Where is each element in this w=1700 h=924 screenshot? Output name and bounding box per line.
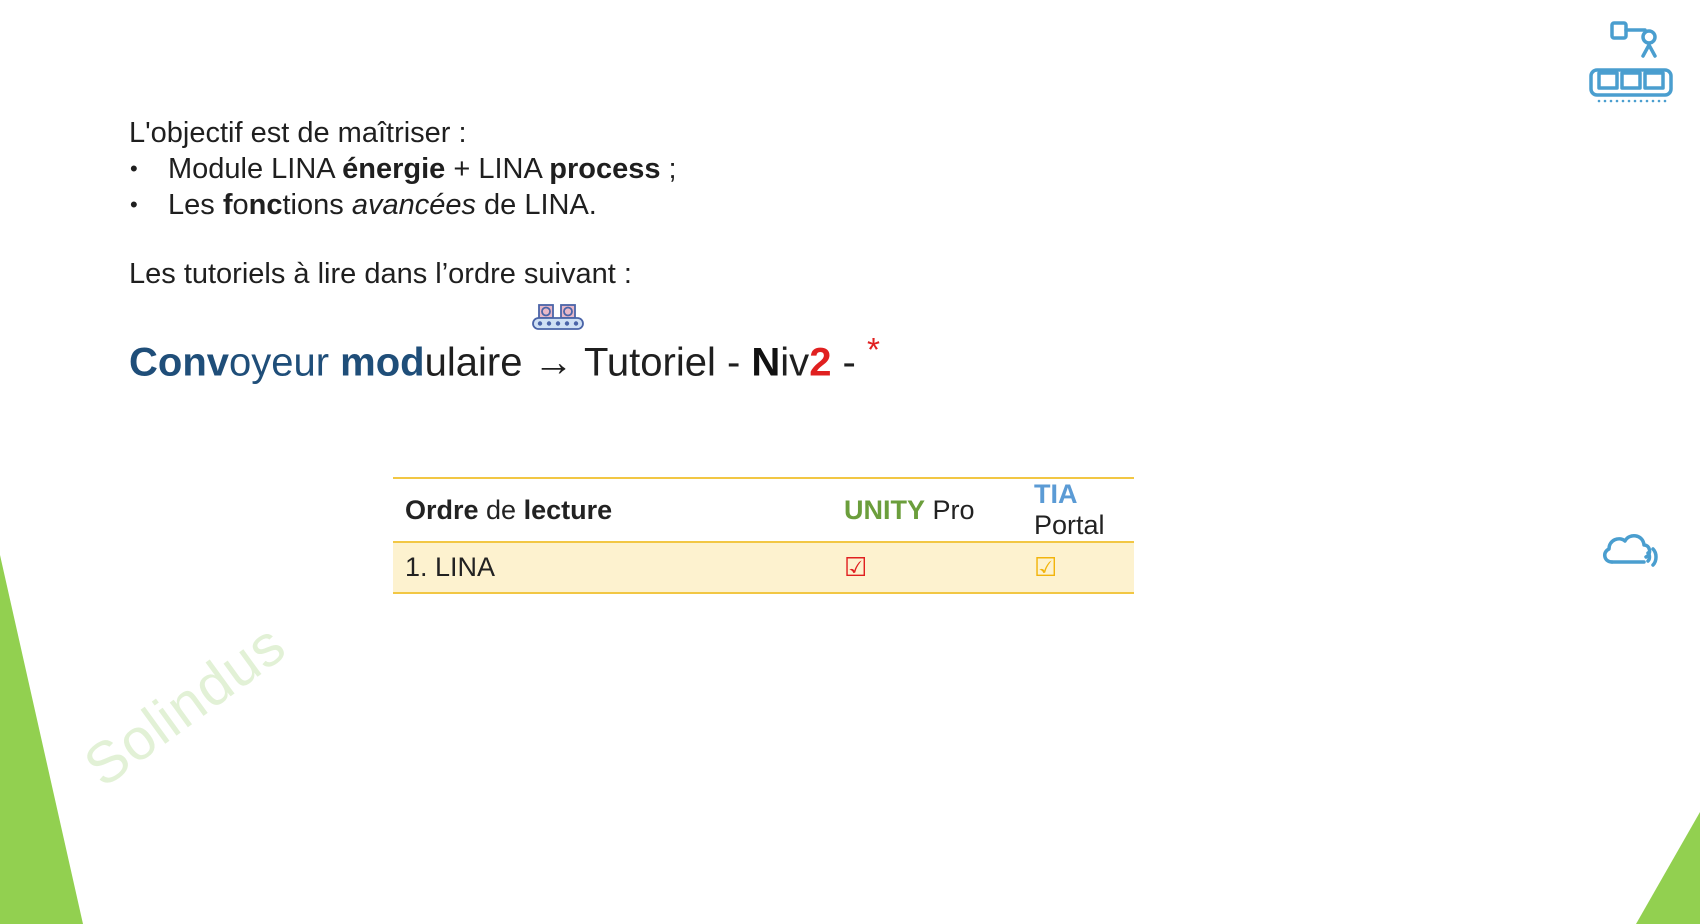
- table-header-row: Ordre de lecture UNITY Pro TIA Portal: [393, 478, 1134, 542]
- header-fragment: TIA: [1034, 479, 1078, 509]
- header-fragment: Ordre: [405, 494, 479, 525]
- header-fragment: Pro: [925, 494, 975, 525]
- objective-list: • Module LINA énergie + LINA process ; • L…: [129, 151, 677, 223]
- text-fragment: ;: [660, 153, 677, 185]
- text-fragment-bold: process: [549, 153, 661, 185]
- bullet-marker: •: [130, 192, 138, 217]
- text-fragment-bold: énergie: [342, 153, 446, 185]
- list-item: • Module LINA énergie + LINA process ;: [129, 151, 677, 187]
- tutorial-intro-line: Les tutoriels à lire dans l’ordre suivan…: [129, 258, 632, 290]
- title-fragment: oyeur: [229, 340, 341, 385]
- header-unity: UNITY Pro: [832, 478, 1022, 542]
- title-fragment: → Tutoriel -: [522, 340, 752, 385]
- text-fragment: Module LINA: [168, 153, 343, 185]
- conveyor-icon: [532, 304, 584, 330]
- objective-section: L'objectif est de maîtriser : • Module LI…: [129, 115, 677, 223]
- title-fragment: ulaire: [424, 340, 523, 385]
- header-fragment: Portal: [1034, 510, 1105, 540]
- header-fragment: UNITY: [844, 494, 925, 525]
- header-tia: TIA Portal: [1022, 478, 1134, 542]
- title-fragment: iv: [780, 340, 810, 385]
- bullet-marker: •: [130, 156, 138, 181]
- text-fragment-bold: nc: [248, 189, 283, 221]
- robot-conveyor-icon: [1589, 21, 1673, 103]
- header-fragment: de: [478, 494, 524, 525]
- text-fragment-italic: avancées: [351, 189, 476, 221]
- title-fragment: Conv: [129, 340, 229, 385]
- header-order: Ordre de lecture: [393, 478, 832, 542]
- text-fragment: o: [232, 189, 249, 221]
- unity-check-cell: ☑: [832, 542, 1022, 593]
- table-row: 1. LINA ☑ ☑: [393, 542, 1134, 593]
- level-number: 2: [809, 340, 832, 385]
- text-fragment-bold: f: [222, 189, 233, 221]
- tia-check-cell: ☑: [1022, 542, 1134, 593]
- objective-line: L'objectif est de maîtriser :: [129, 117, 467, 149]
- text-fragment: Les: [168, 189, 223, 221]
- row-label: 1. LINA: [405, 552, 496, 582]
- text-fragment: tions: [282, 189, 352, 221]
- tutorial-title: Convoyeur modulaire → Tutoriel - Niv2 - …: [129, 326, 880, 387]
- title-fragment: N: [751, 340, 781, 385]
- title-fragment: mod: [340, 340, 425, 385]
- asterisk-mark: *: [866, 332, 880, 369]
- text-fragment: + LINA: [445, 153, 550, 185]
- header-fragment: lecture: [523, 494, 613, 525]
- checkbox-icon: ☑: [844, 552, 868, 582]
- cloud-wireless-icon: [1603, 534, 1658, 567]
- text-fragment: de LINA.: [475, 189, 597, 221]
- list-item: • Les fonctions avancées de LINA.: [129, 187, 677, 223]
- title-fragment: -: [831, 340, 867, 385]
- checkbox-icon: ☑: [1034, 552, 1058, 582]
- reading-order-table: Ordre de lecture UNITY Pro TIA Portal 1.…: [393, 477, 1134, 594]
